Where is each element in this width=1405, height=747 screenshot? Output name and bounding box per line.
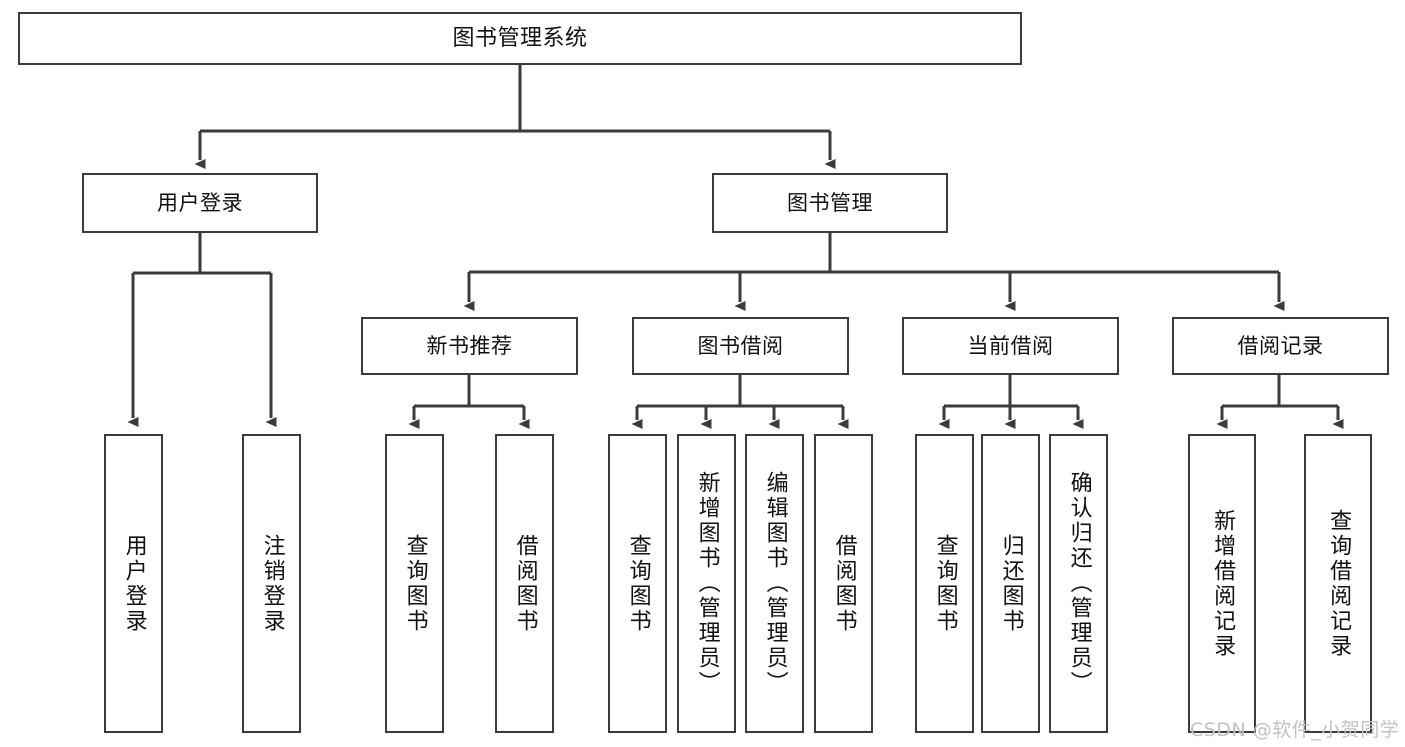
node-new-book-recommend-label: 新书推荐 — [426, 333, 513, 358]
node-leaf-record-query-label: 查询借阅记录 — [1326, 508, 1352, 659]
node-user-login[interactable]: 用户登录 — [82, 173, 318, 233]
node-current-borrow[interactable]: 当前借阅 — [902, 317, 1119, 375]
node-leaf-record-query[interactable]: 查询借阅记录 — [1304, 434, 1372, 733]
node-book-manage-label: 图书管理 — [787, 190, 873, 215]
node-leaf-record-add-label: 新增借阅记录 — [1210, 508, 1236, 659]
node-leaf-user-login-login[interactable]: 用户登录 — [104, 434, 163, 733]
node-leaf-newbook-borrow[interactable]: 借阅图书 — [495, 434, 554, 733]
node-leaf-current-return-label: 归还图书 — [998, 533, 1024, 634]
node-leaf-user-login-logout-label: 注销登录 — [259, 533, 285, 634]
node-user-login-label: 用户登录 — [157, 190, 243, 215]
node-book-manage[interactable]: 图书管理 — [712, 173, 948, 233]
node-leaf-borrow-lend-label: 借阅图书 — [831, 533, 857, 634]
node-new-book-recommend[interactable]: 新书推荐 — [361, 317, 578, 375]
node-leaf-current-query[interactable]: 查询图书 — [915, 434, 974, 733]
node-root-system[interactable]: 图书管理系统 — [18, 12, 1022, 65]
watermark-csdn: CSDN @软件_小贺同学 — [1190, 719, 1400, 741]
node-leaf-borrow-edit-label: 编辑图书（管理员） — [762, 471, 788, 696]
node-leaf-borrow-add-label: 新增图书（管理员） — [694, 471, 720, 696]
node-leaf-user-login-logout[interactable]: 注销登录 — [242, 434, 301, 733]
node-leaf-current-confirm-return[interactable]: 确认归还（管理员） — [1049, 434, 1108, 733]
node-leaf-newbook-query[interactable]: 查询图书 — [385, 434, 444, 733]
node-book-borrow[interactable]: 图书借阅 — [632, 317, 849, 375]
node-leaf-record-add[interactable]: 新增借阅记录 — [1188, 434, 1256, 733]
node-leaf-newbook-borrow-label: 借阅图书 — [512, 533, 538, 634]
node-book-borrow-label: 图书借阅 — [697, 333, 784, 358]
node-leaf-newbook-query-label: 查询图书 — [402, 533, 428, 634]
node-leaf-current-confirm-return-label: 确认归还（管理员） — [1066, 471, 1092, 696]
node-borrow-record-label: 借阅记录 — [1237, 333, 1324, 358]
node-leaf-borrow-add[interactable]: 新增图书（管理员） — [677, 434, 736, 733]
node-leaf-current-query-label: 查询图书 — [932, 533, 958, 634]
node-leaf-borrow-query[interactable]: 查询图书 — [608, 434, 667, 733]
node-leaf-borrow-edit[interactable]: 编辑图书（管理员） — [745, 434, 804, 733]
node-borrow-record[interactable]: 借阅记录 — [1172, 317, 1389, 375]
node-current-borrow-label: 当前借阅 — [967, 333, 1054, 358]
node-leaf-current-return[interactable]: 归还图书 — [981, 434, 1040, 733]
node-leaf-borrow-query-label: 查询图书 — [625, 533, 651, 634]
node-leaf-user-login-login-label: 用户登录 — [121, 533, 147, 634]
node-root-system-label: 图书管理系统 — [452, 25, 588, 51]
node-leaf-borrow-lend[interactable]: 借阅图书 — [814, 434, 873, 733]
